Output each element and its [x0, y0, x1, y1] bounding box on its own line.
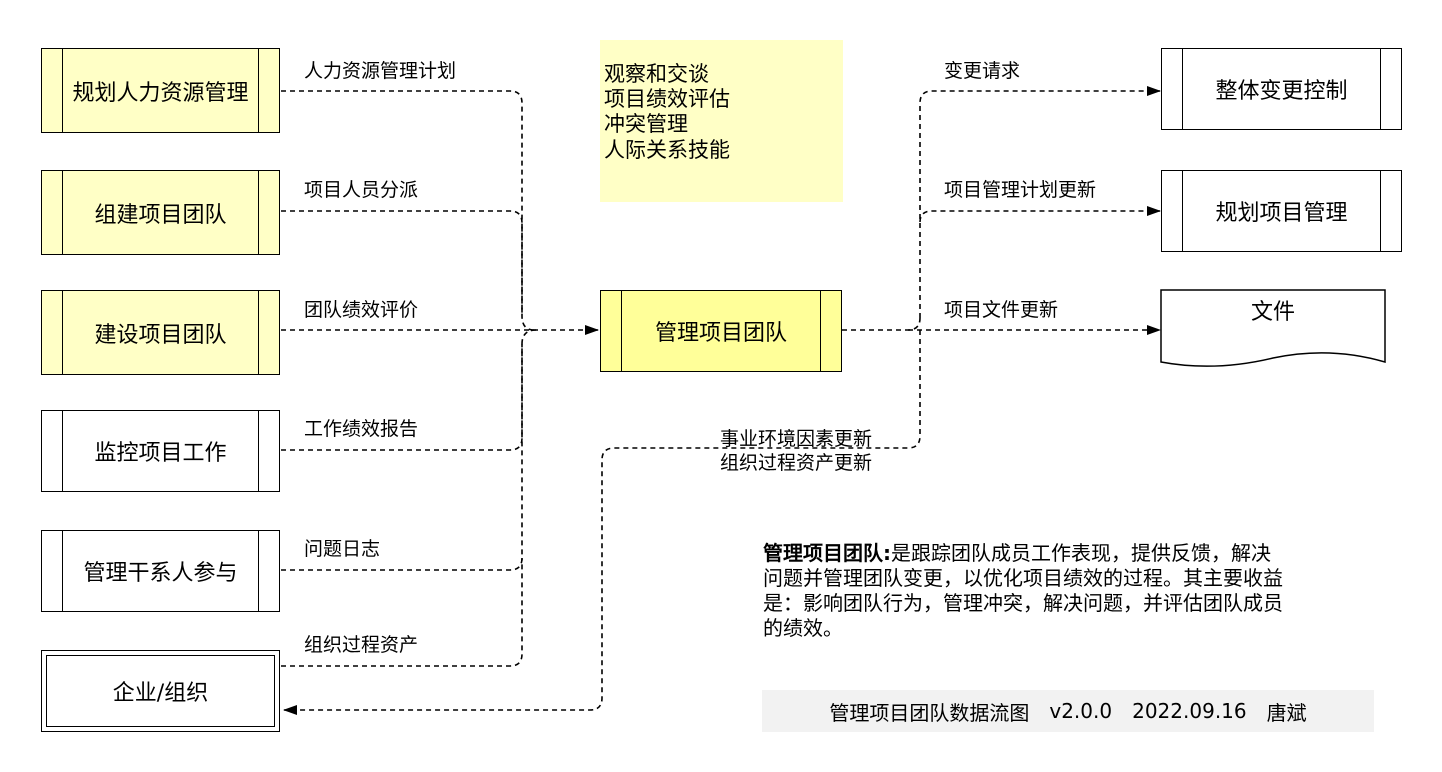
- tool-item: 人际关系技能: [604, 137, 730, 162]
- flow-label-eef-update: 事业环境因素更新: [720, 428, 873, 450]
- tool-item: 冲突管理: [604, 112, 688, 137]
- document-label[interactable]: 文件: [1250, 300, 1295, 325]
- diagram-footer: 管理项目团队数据流图 v2.0.0 2022.09.16 唐斌: [762, 690, 1374, 732]
- process-description: 管理项目团队:是跟踪团队成员工作表现，提供反馈，解决 问题并管理团队变更，以优化…: [763, 541, 1403, 641]
- process-box-integrated-change-control[interactable]: 整体变更控制: [1161, 48, 1402, 130]
- description-line: 的绩效。: [763, 616, 843, 640]
- flow-label-team-perf: 团队绩效评价: [304, 299, 419, 321]
- flow-label-doc-update: 项目文件更新: [944, 299, 1059, 321]
- flow-label-plan-update: 项目管理计划更新: [944, 179, 1097, 201]
- process-label: 组建项目团队: [94, 202, 227, 228]
- flow-label-hr-plan: 人力资源管理计划: [304, 60, 457, 82]
- flow-line-staff-assign: [281, 210, 523, 316]
- entity-box-enterprise[interactable]: 企业/组织: [41, 650, 280, 732]
- process-box-manage-team[interactable]: 管理项目团队: [600, 290, 842, 372]
- process-box-develop-team[interactable]: 建设项目团队: [41, 290, 280, 375]
- footer-name: 管理项目团队数据流图: [829, 700, 1030, 725]
- flow-line-org-assets: [281, 558, 523, 667]
- process-label: 管理项目团队: [654, 321, 787, 346]
- flow-line-plan-update: [919, 206, 1161, 223]
- flow-label-staff-assign: 项目人员分派: [304, 179, 419, 201]
- process-box-acquire-team[interactable]: 组建项目团队: [41, 170, 280, 255]
- tool-item: 观察和交谈: [604, 62, 709, 86]
- entity-label: 企业/组织: [112, 681, 209, 706]
- footer-author: 唐斌: [1266, 700, 1307, 725]
- flow-label-issue-log: 问题日志: [304, 538, 381, 560]
- flow-line-change-request: [919, 86, 1161, 318]
- process-label: 建设项目团队: [94, 322, 227, 348]
- flow-label-work-perf: 工作绩效报告: [304, 418, 419, 440]
- footer-version: v2.0.0: [1049, 699, 1113, 723]
- process-box-monitor-work[interactable]: 监控项目工作: [41, 410, 280, 492]
- process-label: 规划人力资源管理: [72, 80, 249, 106]
- process-box-stakeholder-engagement[interactable]: 管理干系人参与: [41, 530, 280, 612]
- flow-label-opa-update: 组织过程资产更新: [720, 452, 873, 474]
- description-line: 问题并管理团队变更，以优化项目绩效的过程。其主要收益: [763, 566, 1283, 590]
- description-line: 是跟踪团队成员工作表现，提供反馈，解决: [891, 541, 1271, 565]
- process-label: 管理干系人参与: [83, 561, 238, 586]
- process-box-plan-project-management[interactable]: 规划项目管理: [1161, 170, 1402, 252]
- tool-item: 项目绩效评估: [604, 87, 730, 112]
- description-line: 是：影响团队行为，管理冲突，解决问题，并评估团队成员: [763, 591, 1283, 615]
- description-title: 管理项目团队:: [763, 541, 891, 565]
- process-label: 监控项目工作: [94, 441, 227, 466]
- flow-line-to-trunk: [842, 317, 921, 331]
- footer-date: 2022.09.16: [1132, 699, 1247, 723]
- document-shape: [1160, 289, 1386, 367]
- process-box-plan-hr[interactable]: 规划人力资源管理: [41, 48, 280, 133]
- tools-techniques-note: 观察和交谈 项目绩效评估 冲突管理 人际关系技能: [600, 40, 843, 202]
- entity-inner-border: [46, 655, 275, 727]
- process-label: 整体变更控制: [1215, 79, 1348, 104]
- flow-label-change-request: 变更请求: [944, 60, 1021, 82]
- flow-line-feedback: [283, 330, 921, 715]
- flow-label-org-assets: 组织过程资产: [304, 634, 419, 656]
- process-label: 规划项目管理: [1215, 201, 1348, 226]
- flow-line-issue-log: [281, 344, 523, 571]
